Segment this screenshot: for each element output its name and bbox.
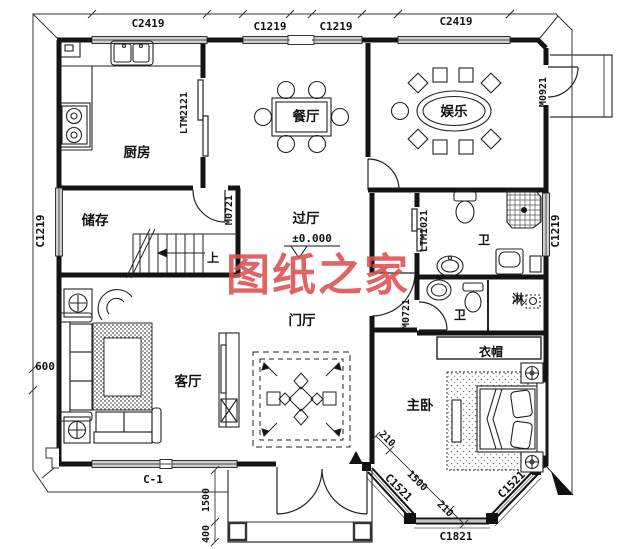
sliding-door-bath [411,208,423,252]
label-room-dining: 餐厅 [292,108,320,125]
label-dim-210-b: 210 [434,499,455,520]
left-wall-step [45,447,59,469]
bath-lower-fixtures [426,279,541,313]
bedroom-furniture [446,362,547,473]
dining-set [253,80,350,154]
label-room-kitchen: 厨房 [124,144,151,161]
label-window-bath-right: C1219 [549,214,562,247]
label-room-living: 客厅 [174,373,202,390]
living-furniture [57,288,240,444]
bed [476,385,539,453]
entertainment-set [390,67,502,155]
stairs [125,228,238,279]
door-entertainment [367,158,400,191]
wardrobe [436,336,542,360]
label-stairs-up: 上 [207,250,219,265]
label-window-bay-right: C1521 [495,468,528,501]
label-window-dining-right: C1219 [319,20,352,33]
label-window-dining-left: C1219 [253,20,286,33]
fridge [60,41,81,58]
label-door-storage: M0721 [224,195,235,225]
entrance-double-door [276,467,368,515]
label-room-bath-lower: 卫 [454,308,466,322]
label-window-storage-left: C1219 [34,214,47,247]
doors [192,66,579,515]
label-dim-400-step: 400 [201,525,212,543]
windows [55,35,550,469]
window-pier-top [287,35,315,45]
side-table-bottom [63,416,91,444]
entrance-arrow [349,451,363,464]
side-table-top [63,288,93,318]
washer [495,248,524,275]
armchair [97,289,133,321]
label-room-entertainment: 娱乐 [441,103,468,120]
tv-unit [218,332,240,428]
sofa-left [57,312,93,422]
label-room-master: 主卧 [407,397,434,414]
label-door-kitchen-sliding: LTM2121 [179,92,190,134]
label-room-bath-upper: 卫 [478,233,490,247]
label-window-living-bottom: C-1 [143,473,163,486]
label-window-kitchen-top: C2419 [131,17,164,30]
label-room-shower: 淋 [512,291,524,306]
label-room-foyer: 门厅 [289,312,316,329]
stove [58,102,91,148]
sliding-door-kitchen [197,79,209,157]
door-hall [371,272,416,317]
label-elevation: ±0.000 [292,232,332,245]
label-door-entertainment-side: M0921 [538,77,549,107]
label-window-entertainment-top: C2419 [439,15,472,28]
entrance-porch [227,470,373,543]
label-dim-600: 600 [35,360,55,373]
label-window-bay-front: C1821 [439,530,472,543]
bath-upper-fixtures [436,190,542,277]
side-porch [550,54,613,118]
label-room-hall: 过厅 [293,210,320,227]
label-dim-1500-porch: 1500 [201,488,212,512]
eave-outline [28,9,574,496]
foyer-ceiling [252,351,351,448]
kitchen-fixtures [58,40,203,151]
kitchen-sink [110,40,154,66]
label-room-cloakroom: 衣帽 [479,344,503,359]
label-door-bath-lower: M0721 [401,299,412,329]
elevation-marker [284,245,340,259]
sofa-bottom [93,407,162,444]
door-bath-lower [418,301,448,331]
label-room-storage: 储存 [81,212,109,229]
watermark: 图纸之家 [226,250,410,301]
label-door-bath-upper-sliding: LTM1021 [419,210,430,252]
door-storage [192,189,226,223]
dimension-lines [210,431,469,547]
door-entertainment-side [547,66,579,98]
